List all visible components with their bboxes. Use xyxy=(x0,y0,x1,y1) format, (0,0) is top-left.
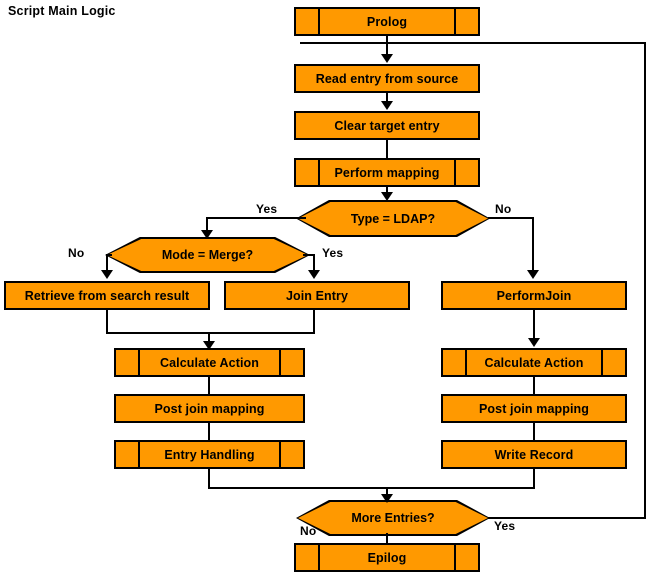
edge-read-to-clear xyxy=(386,93,388,102)
node-prolog[interactable]: Prolog xyxy=(294,7,480,36)
edge-entryhandling-down xyxy=(208,469,210,489)
node-calculate-action-right-label: Calculate Action xyxy=(484,355,584,370)
edge-label-ldap-no: No xyxy=(495,202,512,216)
edge-label-merge-yes: Yes xyxy=(322,246,344,260)
decision-fill xyxy=(298,202,488,235)
node-type-ldap-decision[interactable]: Type = LDAP? xyxy=(296,200,490,237)
edge-merge-no-horizontal xyxy=(106,254,112,256)
edge-label-ldap-yes: Yes xyxy=(256,202,278,216)
node-post-join-mapping-right-label: Post join mapping xyxy=(478,401,590,416)
node-type-ldap-label: Type = LDAP? xyxy=(350,211,436,226)
node-calculate-action-left[interactable]: Calculate Action xyxy=(114,348,305,377)
node-retrieve-label: Retrieve from search result xyxy=(24,288,190,303)
arrowhead xyxy=(381,494,393,503)
node-retrieve-from-search-result[interactable]: Retrieve from search result xyxy=(4,281,210,310)
node-post-join-mapping-right[interactable]: Post join mapping xyxy=(441,394,627,423)
node-mode-merge-label: Mode = Merge? xyxy=(161,248,254,262)
node-write-record-label: Write Record xyxy=(494,447,574,462)
edge-merge-bar-left-column xyxy=(106,332,315,334)
node-join-entry-label: Join Entry xyxy=(285,288,349,303)
edge-ldap-yes-vertical xyxy=(206,217,208,233)
node-clear-target-label: Clear target entry xyxy=(334,118,440,133)
node-more-entries-label: More Entries? xyxy=(351,511,435,525)
page-title: Script Main Logic xyxy=(8,4,116,18)
edge-ldap-no-vertical xyxy=(532,217,534,272)
edge-into-calc-left xyxy=(208,332,210,344)
node-clear-target-entry[interactable]: Clear target entry xyxy=(294,111,480,140)
arrowhead xyxy=(381,192,393,201)
node-calculate-action-left-label: Calculate Action xyxy=(159,355,260,370)
edge-performjoin-to-calc-right xyxy=(533,310,535,340)
node-perform-join-label: PerformJoin xyxy=(496,288,572,303)
node-entry-handling-label: Entry Handling xyxy=(164,447,255,462)
edge-more-no-vertical xyxy=(386,533,388,545)
node-calculate-action-right[interactable]: Calculate Action xyxy=(441,348,627,377)
edge-prolog-to-read xyxy=(386,36,388,56)
node-perform-mapping-label: Perform mapping xyxy=(334,165,440,180)
node-read-entry-from-source[interactable]: Read entry from source xyxy=(294,64,480,93)
node-read-entry-label: Read entry from source xyxy=(315,71,459,86)
node-post-join-mapping-left-label: Post join mapping xyxy=(154,401,265,416)
arrowhead xyxy=(201,230,213,239)
edge-merge-yes-horizontal xyxy=(303,254,315,256)
edge-writerecord-down xyxy=(533,469,535,489)
arrowhead xyxy=(308,270,320,279)
decision-fill xyxy=(298,502,488,534)
edge-merge-yes-vertical xyxy=(313,254,315,272)
node-more-entries-decision[interactable]: More Entries? xyxy=(296,500,490,536)
arrowhead xyxy=(203,341,215,350)
arrowhead xyxy=(527,270,539,279)
edge-loopback-right-rail xyxy=(644,42,646,518)
node-post-join-mapping-left[interactable]: Post join mapping xyxy=(114,394,305,423)
arrowhead xyxy=(381,54,393,63)
edge-merge-bar-bottom xyxy=(208,487,535,489)
edge-label-merge-no: No xyxy=(68,246,85,260)
edge-into-more-entries xyxy=(386,487,388,499)
edge-postjoinright-to-writerecord xyxy=(533,423,535,440)
edge-joinentry-down xyxy=(313,310,315,334)
edge-label-more-no: No xyxy=(300,524,317,538)
edge-mapping-to-ldap xyxy=(386,187,388,195)
arrowhead xyxy=(528,338,540,347)
node-entry-handling[interactable]: Entry Handling xyxy=(114,440,305,469)
edge-loopback-top xyxy=(300,42,646,44)
arrowhead xyxy=(101,270,113,279)
node-epilog-label: Epilog xyxy=(367,550,407,565)
edge-retrieve-down xyxy=(106,310,108,334)
edge-label-more-yes: Yes xyxy=(494,519,516,533)
node-join-entry[interactable]: Join Entry xyxy=(224,281,410,310)
node-epilog[interactable]: Epilog xyxy=(294,543,480,572)
node-prolog-label: Prolog xyxy=(366,14,408,29)
node-write-record[interactable]: Write Record xyxy=(441,440,627,469)
arrowhead xyxy=(381,101,393,110)
edge-calcright-to-postjoinright xyxy=(533,377,535,394)
edge-more-yes-horizontal xyxy=(488,517,646,519)
edge-ldap-yes-horizontal xyxy=(206,217,306,219)
node-perform-join[interactable]: PerformJoin xyxy=(441,281,627,310)
decision-fill xyxy=(107,239,308,271)
edge-postjoinleft-to-entryhandling xyxy=(208,423,210,440)
edge-clear-to-mapping xyxy=(386,140,388,158)
edge-merge-no-vertical xyxy=(106,254,108,272)
edge-ldap-no-horizontal xyxy=(488,217,534,219)
node-perform-mapping[interactable]: Perform mapping xyxy=(294,158,480,187)
edge-calcleft-to-postjoinleft xyxy=(208,377,210,394)
node-mode-merge-decision[interactable]: Mode = Merge? xyxy=(105,237,310,273)
